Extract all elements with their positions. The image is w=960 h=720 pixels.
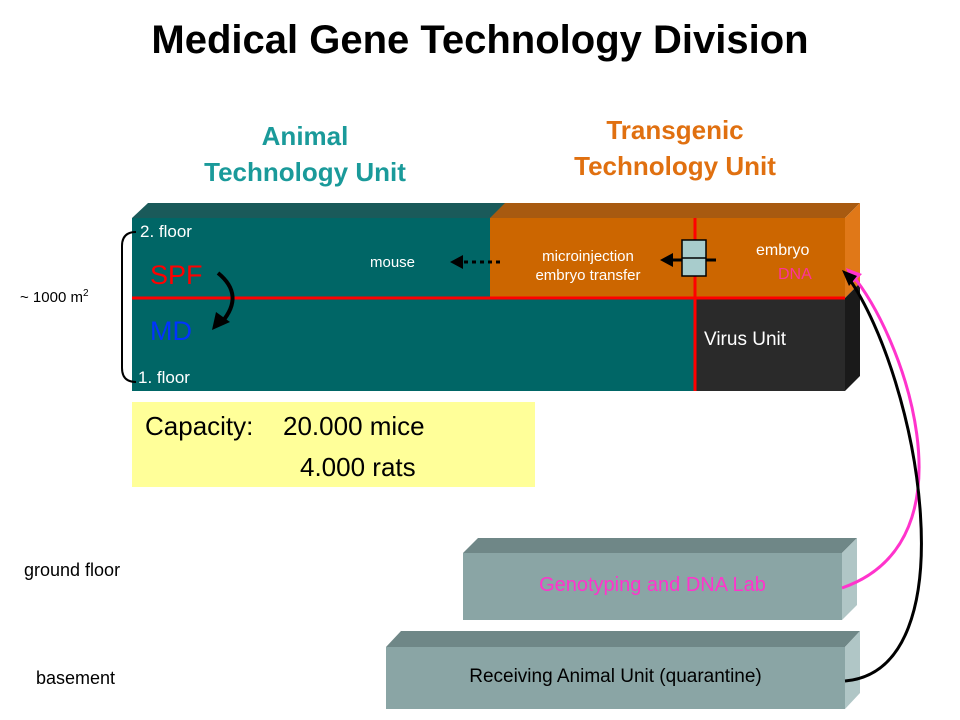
receiving-top-face [386, 631, 860, 647]
ground-floor-label: ground floor [24, 560, 121, 580]
spf-md-arrow [216, 271, 235, 324]
genotyping-side-face [842, 538, 857, 620]
area-exponent: 2 [82, 288, 89, 299]
animal-unit-line1: Animal [261, 121, 349, 151]
dna-label: DNA [778, 266, 812, 283]
first-floor-label: 1. floor [138, 368, 190, 387]
mouse-label: mouse [370, 254, 416, 271]
animal-unit-heading: Animal Technology Unit [170, 118, 440, 190]
spf-md-arrowhead [212, 312, 230, 330]
transgenic-unit-heading: Transgenic Technology Unit [530, 112, 820, 184]
embryo-supply-arrowhead [842, 270, 857, 286]
capacity-label: Capacity: [145, 411, 254, 441]
receiving-side-face [845, 631, 860, 709]
microinjection-text: microinjection [542, 248, 634, 265]
embryo-supply-arrow [844, 276, 923, 683]
spf-label: SPF [150, 260, 203, 290]
genotyping-block [463, 553, 842, 620]
page-title: Medical Gene Technology Division [151, 18, 809, 62]
microinjection-label: microinjection embryo transfer [508, 247, 668, 285]
genotyping-lab-label: Genotyping and DNA Lab [539, 574, 766, 596]
embryo-arrowhead [660, 253, 673, 267]
transgenic-unit-line1: Transgenic [606, 115, 744, 145]
area-label: ~ 1000 m2 [20, 288, 89, 306]
capacity-box [132, 402, 535, 487]
dna-supply-arrow [841, 274, 921, 590]
transgenic-unit-line2: Technology Unit [574, 151, 776, 181]
second-floor-label: 2. floor [140, 222, 192, 241]
capacity-rats: 4.000 rats [300, 452, 416, 482]
transgenic-top-face [490, 203, 860, 218]
capacity-mice: 20.000 mice [283, 411, 425, 441]
virus-unit-label: Virus Unit [704, 329, 787, 350]
embryo-label: embryo [756, 242, 810, 259]
floor-bracket [121, 231, 137, 383]
md-label: MD [150, 316, 192, 346]
embryo-transfer-text: embryo transfer [535, 267, 641, 284]
virus-unit-block [696, 298, 845, 391]
receiving-block [386, 647, 845, 709]
animal-unit-line2: Technology Unit [204, 157, 406, 187]
mouse-arrowhead [450, 255, 463, 269]
area-value: ~ 1000 m [20, 289, 83, 306]
basement-label: basement [36, 668, 116, 688]
receiving-unit-label: Receiving Animal Unit (quarantine) [469, 666, 762, 687]
genotyping-top-face [463, 538, 857, 553]
virus-unit-side-face [845, 283, 860, 391]
